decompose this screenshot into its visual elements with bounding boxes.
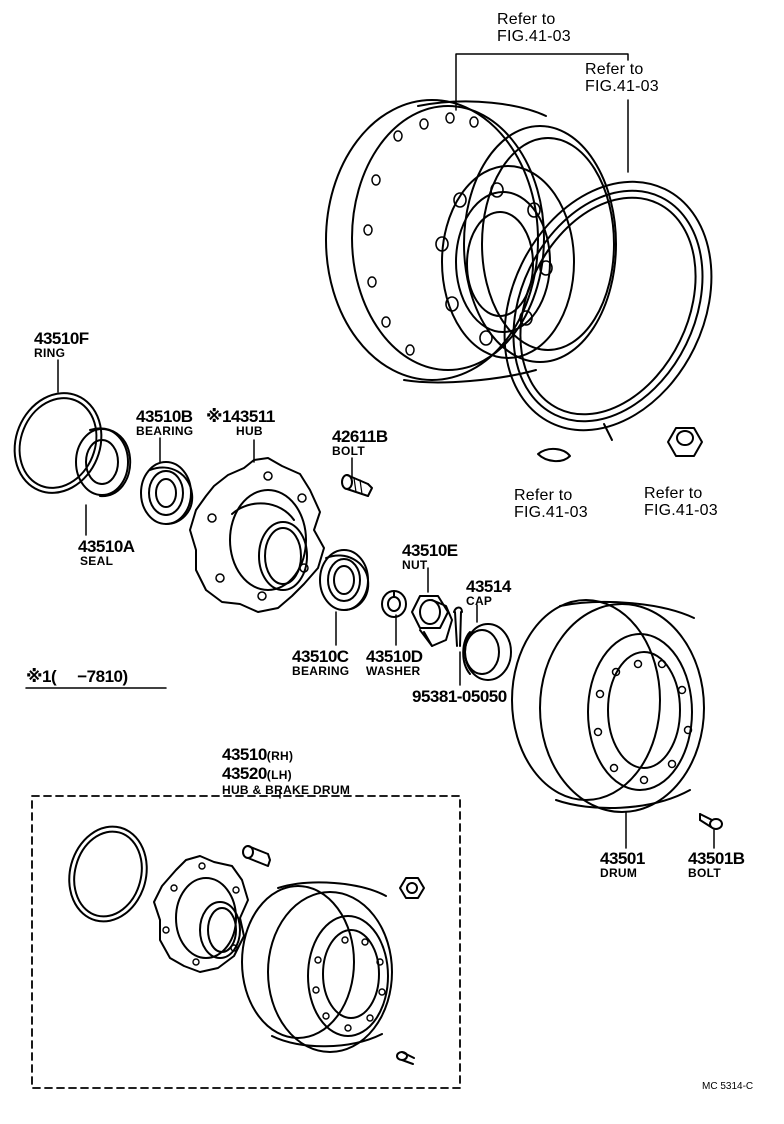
lock-key-drawing bbox=[537, 448, 571, 462]
wheel-disc-drawing bbox=[325, 99, 617, 384]
assembly-lh-part-number: 43520 bbox=[222, 764, 267, 783]
washer-part-number: 43510D bbox=[366, 647, 423, 666]
ring-ref-line2: FIG.41-03 bbox=[585, 78, 659, 95]
cap-part-name: CAP bbox=[466, 594, 493, 608]
leader-lines bbox=[25, 53, 715, 849]
assembly-drum-drawing bbox=[241, 881, 393, 1053]
hex-nut-drawing bbox=[667, 427, 703, 457]
drum-bolt-part-name: BOLT bbox=[688, 866, 721, 880]
side-ring-drawing bbox=[503, 180, 713, 441]
assembly-rh-tag: (RH) bbox=[266, 749, 294, 763]
outer-bearing-part-name: BEARING bbox=[136, 424, 194, 438]
inner-bearing-drawing bbox=[319, 549, 370, 611]
nut-part-name: NUT bbox=[402, 558, 428, 572]
nut-part-number: 43510E bbox=[402, 541, 458, 560]
hub-bolt-part-number: 42611B bbox=[332, 427, 388, 446]
hub-part-number: ※143511 bbox=[206, 407, 275, 426]
brake-drum-drawing bbox=[511, 599, 705, 813]
o-ring-drawing bbox=[13, 392, 103, 494]
oil-seal-drawing bbox=[75, 427, 132, 498]
hub-cap-drawing bbox=[462, 623, 512, 681]
ring-part-number: 43510F bbox=[34, 329, 89, 348]
key-ref-line1: Refer to bbox=[514, 487, 573, 504]
outer-bearing-drawing bbox=[140, 461, 194, 525]
assembly-name: HUB & BRAKE DRUM bbox=[222, 783, 351, 797]
assembly-nut-drawing bbox=[399, 877, 425, 899]
assembly-bolt-drawing bbox=[242, 845, 271, 867]
assembly-lh-tag: (LH) bbox=[266, 768, 292, 782]
washer-part-name: WASHER bbox=[366, 664, 421, 678]
rim-ref-line2: FIG.41-03 bbox=[497, 28, 571, 45]
hub-part-name: HUB bbox=[236, 424, 263, 438]
assembly-rh-part-number: 43510 bbox=[222, 745, 267, 764]
assembly-small-bolt-drawing bbox=[396, 1051, 415, 1065]
ring-ref-line1: Refer to bbox=[585, 61, 644, 78]
figure-code: MC 5314-C bbox=[702, 1081, 754, 1092]
outer-bearing-part-number: 43510B bbox=[136, 407, 193, 426]
assembly-ring-drawing bbox=[68, 825, 148, 923]
serial-note: ※1( −7810) bbox=[26, 667, 128, 686]
cotter-pin-drawing bbox=[453, 606, 463, 647]
seal-part-number: 43510A bbox=[78, 537, 135, 556]
seal-part-name: SEAL bbox=[80, 554, 114, 568]
inner-bearing-part-number: 43510C bbox=[292, 647, 349, 666]
assembly-hub-drawing bbox=[153, 855, 249, 973]
hub-bolt-part-name: BOLT bbox=[332, 444, 365, 458]
drum-part-number: 43501 bbox=[600, 849, 645, 868]
nut-ref-line2: FIG.41-03 bbox=[644, 502, 718, 519]
castle-nut-drawing bbox=[411, 595, 453, 647]
lock-washer-drawing bbox=[381, 590, 407, 618]
wheel-hub-drawing bbox=[189, 457, 325, 613]
hub-bolt-drawing bbox=[341, 474, 373, 497]
key-ref-line2: FIG.41-03 bbox=[514, 504, 588, 521]
inner-bearing-part-name: BEARING bbox=[292, 664, 350, 678]
drum-bolt-drawing bbox=[699, 813, 723, 830]
drum-bolt-part-number: 43501B bbox=[688, 849, 745, 868]
rim-ref-line1: Refer to bbox=[497, 11, 556, 28]
cap-part-number: 43514 bbox=[466, 577, 511, 596]
nut-ref-line1: Refer to bbox=[644, 485, 703, 502]
assembly-box bbox=[31, 795, 461, 1089]
cotter-pin-part-number: 95381-05050 bbox=[412, 687, 507, 706]
drum-part-name: DRUM bbox=[600, 866, 638, 880]
ring-part-name: RING bbox=[34, 346, 66, 360]
